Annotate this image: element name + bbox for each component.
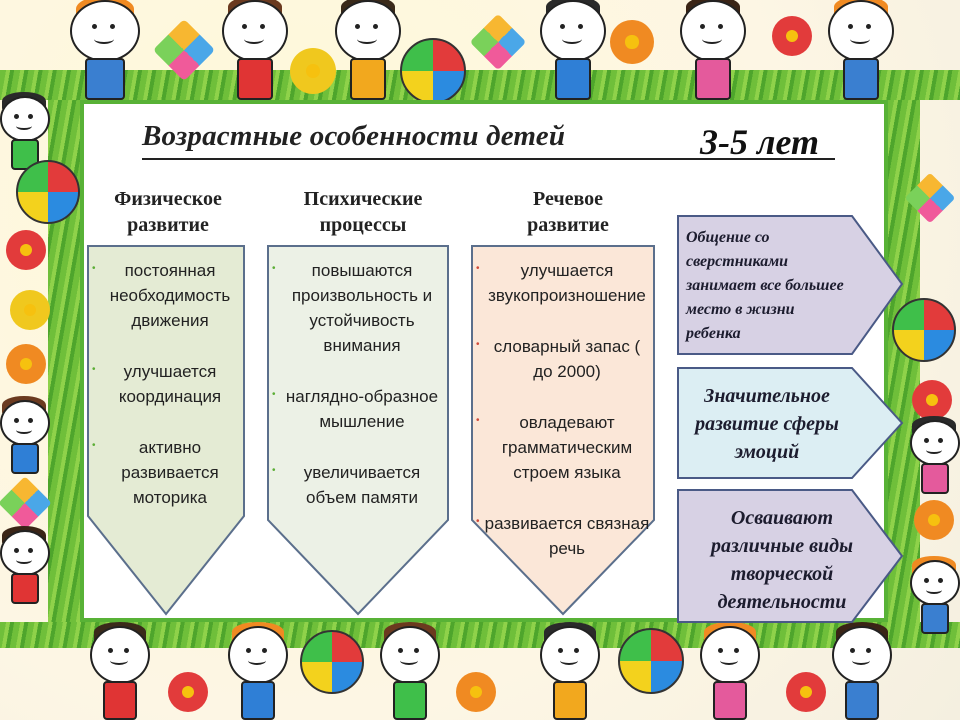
arrow-column-speech: •улучшается звукопроизношение •словарный…	[470, 244, 656, 616]
column-heading-speech: Речевое развитие	[484, 186, 652, 238]
kid-illustration	[540, 622, 600, 720]
kid-illustration	[910, 556, 960, 634]
list-item: •улучшается звукопроизношение	[476, 261, 646, 305]
kid-illustration	[680, 0, 746, 100]
arrow-shape-fill	[87, 245, 245, 616]
flower-decoration	[914, 500, 954, 540]
list-item-text: увеличивается объем памяти	[303, 463, 421, 507]
side-box-text: Общение со сверстниками занимает все бол…	[686, 229, 844, 342]
list-item: •словарный запас ( до 2000)	[476, 337, 641, 381]
flower-decoration	[6, 344, 46, 384]
kid-illustration	[828, 0, 894, 100]
side-box-text: Значительное развитие сферы эмоций	[695, 385, 839, 463]
column-heading-line: Психические	[303, 188, 423, 210]
kid-illustration	[700, 622, 760, 720]
pentagon-fill	[677, 489, 904, 623]
ball-decoration	[618, 628, 684, 694]
kid-illustration	[0, 396, 50, 474]
ball-decoration	[400, 38, 466, 104]
arrow-shape	[471, 245, 655, 616]
arrow-shape	[87, 245, 245, 616]
list-item: •активно развивается моторика	[92, 438, 219, 507]
pentagon-shape	[677, 367, 904, 479]
kid-illustration	[228, 622, 288, 720]
side-box-communication: Общение со сверстниками занимает все бол…	[676, 214, 904, 356]
flower-decoration	[786, 672, 826, 712]
kid-illustration	[832, 622, 892, 720]
arrow-shape	[267, 245, 449, 616]
flower-decoration	[168, 672, 208, 712]
pentagon-shape	[677, 489, 904, 623]
flower-decoration	[456, 672, 496, 712]
kid-illustration	[335, 0, 401, 100]
kid-illustration	[70, 0, 140, 100]
column-heading-line: развитие	[127, 214, 209, 236]
ball-decoration	[300, 630, 364, 694]
list-item-text: повышаются произвольность и устойчивость…	[291, 261, 433, 355]
kid-illustration	[0, 92, 50, 170]
arrow-column-physical: •постоянная необходимость движения •улуч…	[86, 244, 246, 616]
flower-decoration	[10, 290, 50, 330]
list-item: •постоянная необходимость движения	[92, 261, 231, 330]
arrow-list: •повышаются произвольность и устойчивост…	[266, 258, 450, 536]
kid-illustration	[910, 416, 960, 494]
title-age-range: 3-5 лет	[700, 122, 819, 162]
kid-illustration	[90, 622, 150, 720]
flower-decoration	[6, 230, 46, 270]
list-item-text: словарный запас ( до 2000)	[493, 337, 641, 381]
column-heading-line: развитие	[527, 214, 609, 236]
list-item-text: активно развивается моторика	[121, 438, 219, 507]
pentagon-fill	[677, 215, 904, 355]
list-item-text: развивается связная речь	[484, 514, 650, 558]
grass-bottom	[0, 622, 960, 648]
column-heading-line: Речевое	[532, 188, 604, 210]
arrow-column-mental: •повышаются произвольность и устойчивост…	[266, 244, 450, 616]
side-box-text: Осваивают различные виды творческой деят…	[711, 507, 853, 613]
ball-decoration	[892, 298, 956, 362]
pentagon-fill	[677, 367, 904, 479]
title-underline	[142, 158, 835, 160]
column-heading-line: процессы	[319, 214, 407, 236]
arrow-shape-fill	[267, 245, 449, 616]
ball-decoration	[16, 160, 80, 224]
arrow-shape-fill	[471, 245, 655, 616]
list-item-text: наглядно-образное мышление	[285, 387, 439, 431]
flower-decoration	[290, 48, 336, 94]
list-item: •увеличивается объем памяти	[272, 463, 421, 507]
list-item-text: улучшается звукопроизношение	[488, 261, 646, 305]
list-item-text: постоянная необходимость движения	[109, 261, 231, 330]
arrow-list: •улучшается звукопроизношение •словарный…	[470, 258, 656, 587]
column-heading-mental: Психические процессы	[278, 186, 448, 238]
kid-illustration	[540, 0, 606, 100]
kid-illustration	[380, 622, 440, 720]
flower-decoration	[610, 20, 654, 64]
list-item: •наглядно-образное мышление	[272, 387, 439, 431]
grass-top	[0, 70, 960, 100]
slide-title: Возрастные особенности детей	[142, 120, 566, 152]
list-item: •улучшается координация	[92, 362, 222, 406]
kid-illustration	[222, 0, 288, 100]
flower-decoration	[772, 16, 812, 56]
column-heading-physical: Физическое развитие	[88, 186, 248, 238]
list-item: •повышаются произвольность и устойчивост…	[272, 261, 433, 355]
flower-decoration	[912, 380, 952, 420]
column-heading-line: Физическое	[114, 188, 222, 210]
pentagon-shape	[677, 215, 904, 355]
side-box-emotions: Значительное развитие сферы эмоций	[676, 366, 904, 480]
list-item-text: улучшается координация	[118, 362, 222, 406]
side-box-creative: Осваивают различные виды творческой деят…	[676, 488, 904, 624]
kid-illustration	[0, 526, 50, 604]
list-item: •развивается связная речь	[476, 514, 650, 558]
list-item-text: овладевают грамматическим строем языка	[501, 413, 633, 482]
list-item: •овладевают грамматическим строем языка	[476, 413, 633, 482]
arrow-list: •постоянная необходимость движения •улуч…	[86, 258, 246, 536]
